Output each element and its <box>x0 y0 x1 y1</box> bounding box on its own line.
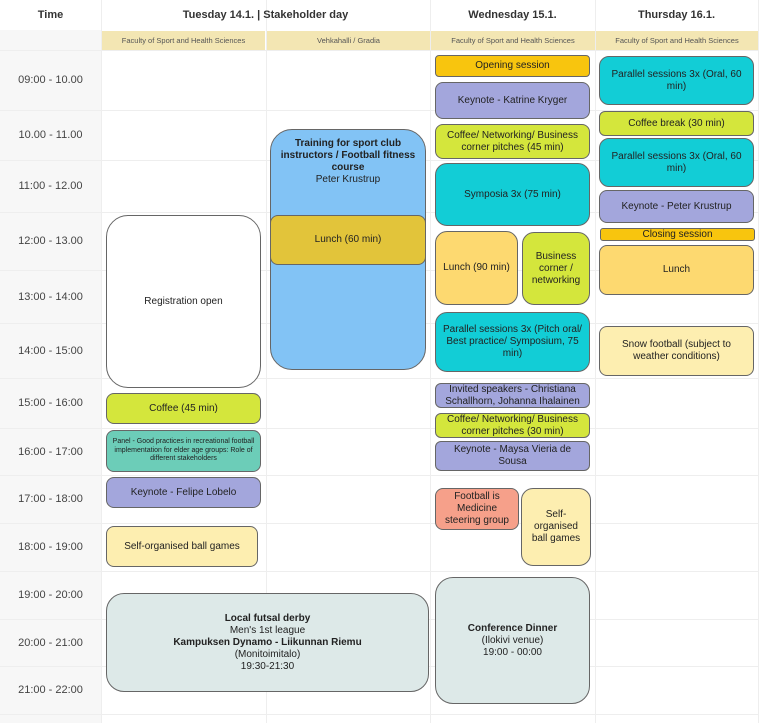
event-label: Coffee break (30 min) <box>628 117 725 129</box>
venue-label: Vehkahalli / Gradia <box>267 31 430 50</box>
event-label: Invited speakers - Christiana Schallhorn… <box>445 383 580 407</box>
divider <box>595 0 596 723</box>
event-label: Snow football (subject to weather condit… <box>622 339 731 362</box>
venue-label: Faculty of Sport and Health Sciences <box>102 31 265 50</box>
event-label: Lunch <box>662 264 691 275</box>
time-slot-label: 11:00 - 12.00 <box>18 180 83 192</box>
event-label: Lunch (90 min) <box>443 262 510 273</box>
row-divider <box>0 50 758 51</box>
time-slot-label: 21:00 - 22:00 <box>18 684 83 696</box>
event-detail: Kampuksen Dynamo - Liikunnan Riemu <box>173 636 362 648</box>
event-keynote[interactable]: Keynote - Katrine Kryger <box>435 82 590 119</box>
event-keynote[interactable]: Keynote - Felipe Lobelo <box>106 477 261 508</box>
venue-label: Faculty of Sport and Health Sciences <box>596 31 758 50</box>
event-coffee-break[interactable]: Coffee break (30 min) <box>599 111 754 136</box>
wednesday-header: Wednesday 15.1. <box>468 9 557 21</box>
event-label: Symposia 3x (75 min) <box>464 188 561 200</box>
event-ball-games[interactable]: Self-organised ball games <box>521 488 591 566</box>
event-coffee[interactable]: Coffee/ Networking/ Business corner pitc… <box>435 413 590 438</box>
event-label: Parallel sessions 3x (Oral, 60 min) <box>611 68 742 92</box>
time-slot-label: 13:00 - 14:00 <box>18 290 83 303</box>
event-title: Training for sport club instructors / Fo… <box>280 138 416 173</box>
event-title: Conference Dinner <box>467 622 558 634</box>
tuesday-header: Tuesday 14.1. | Stakeholder day <box>182 9 349 21</box>
time-slot-label: 09:00 - 10.00 <box>18 74 83 86</box>
event-keynote[interactable]: Keynote - Peter Krustrup <box>599 190 754 223</box>
event-label: Closing session <box>642 228 713 240</box>
event-conference-dinner[interactable]: Conference Dinner (Ilokivi venue) 19:00 … <box>435 577 590 704</box>
divider <box>430 0 431 723</box>
event-venue: (Ilokivi venue) <box>481 634 544 646</box>
event-label: Panel - Good practices in recreational f… <box>112 438 255 463</box>
divider <box>266 0 267 723</box>
divider <box>101 0 102 723</box>
event-label: Self-organised ball games <box>531 509 581 544</box>
event-lunch[interactable]: Lunch (90 min) <box>435 231 518 305</box>
event-panel[interactable]: Panel - Good practices in recreational f… <box>106 430 261 472</box>
divider <box>758 0 759 723</box>
event-label: Keynote - Peter Krustrup <box>621 200 732 212</box>
row-divider <box>0 714 758 715</box>
event-label: Coffee/ Networking/ Business corner pitc… <box>447 413 578 437</box>
event-parallel-sessions[interactable]: Parallel sessions 3x (Pitch oral/ Best p… <box>435 312 590 372</box>
event-speaker: Peter Krustrup <box>315 174 381 185</box>
event-time: 19:00 - 00:00 <box>483 646 542 658</box>
event-label: Keynote - Maysa Vieria de Sousa <box>453 444 572 467</box>
event-football-is-medicine[interactable]: Football is Medicine steering group <box>435 488 519 530</box>
event-label: Business corner / networking <box>531 250 581 286</box>
time-slot-label: 17:00 - 18:00 <box>18 493 83 505</box>
event-label: Parallel sessions 3x (Oral, 60 min) <box>611 150 742 174</box>
row-divider <box>0 110 758 111</box>
thursday-header: Thursday 16.1. <box>637 9 716 21</box>
row-divider <box>0 475 758 476</box>
event-lunch[interactable]: Lunch (60 min) <box>270 215 426 265</box>
event-coffee[interactable]: Coffee/ Networking/ Business corner pitc… <box>435 124 590 159</box>
time-slot-label: 10.00 - 11.00 <box>18 129 83 141</box>
time-slot-label: 16:00 - 17:00 <box>18 445 83 458</box>
event-detail: Men's 1st league <box>229 624 306 636</box>
time-column <box>0 30 101 723</box>
time-slot-label: 19:00 - 20:00 <box>18 589 83 601</box>
venue-label: Faculty of Sport and Health Sciences <box>431 31 595 50</box>
event-title: Local futsal derby <box>224 612 311 624</box>
event-coffee[interactable]: Coffee (45 min) <box>106 393 261 424</box>
event-lunch[interactable]: Lunch <box>599 245 754 295</box>
row-divider <box>0 571 758 572</box>
event-label: Football is Medicine steering group <box>445 491 509 526</box>
event-registration[interactable]: Registration open <box>106 215 261 388</box>
event-symposia[interactable]: Symposia 3x (75 min) <box>435 163 590 226</box>
event-venue: (Monitoimitalo) <box>234 648 301 660</box>
event-futsal-derby[interactable]: Local futsal derby Men's 1st league Kamp… <box>106 593 429 692</box>
event-closing[interactable]: Closing session <box>600 228 755 241</box>
time-header: Time <box>37 9 64 21</box>
event-business-corner[interactable]: Business corner / networking <box>522 232 590 305</box>
event-snow-football[interactable]: Snow football (subject to weather condit… <box>599 326 754 376</box>
time-slot-label: 12:00 - 13.00 <box>18 235 83 247</box>
event-label: Coffee (45 min) <box>149 402 218 414</box>
row-divider <box>0 378 758 379</box>
event-time: 19:30-21:30 <box>240 660 295 672</box>
time-slot-label: 18:00 - 19:00 <box>18 541 83 553</box>
event-opening[interactable]: Opening session <box>435 55 590 77</box>
event-label: Lunch (60 min) <box>314 234 382 245</box>
event-label: Self-organised ball games <box>124 540 240 552</box>
event-label: Keynote - Felipe Lobelo <box>130 486 237 498</box>
event-label: Opening session <box>475 60 550 71</box>
time-slot-label: 20:00 - 21:00 <box>18 636 83 649</box>
event-parallel-sessions[interactable]: Parallel sessions 3x (Oral, 60 min) <box>599 56 754 105</box>
event-invited-speakers[interactable]: Invited speakers - Christiana Schallhorn… <box>435 383 590 408</box>
event-keynote[interactable]: Keynote - Maysa Vieria de Sousa <box>435 441 590 471</box>
time-slot-label: 15:00 - 16:00 <box>18 397 83 409</box>
event-ball-games[interactable]: Self-organised ball games <box>106 526 258 567</box>
event-parallel-sessions[interactable]: Parallel sessions 3x (Oral, 60 min) <box>599 138 754 187</box>
event-label: Parallel sessions 3x (Pitch oral/ Best p… <box>443 324 582 359</box>
event-label: Coffee/ Networking/ Business corner pitc… <box>447 129 578 153</box>
time-slot-label: 14:00 - 15:00 <box>18 344 83 357</box>
row-divider <box>0 523 758 524</box>
event-label: Keynote - Katrine Kryger <box>457 94 568 106</box>
row-divider <box>0 428 758 429</box>
event-label: Registration open <box>144 295 223 307</box>
